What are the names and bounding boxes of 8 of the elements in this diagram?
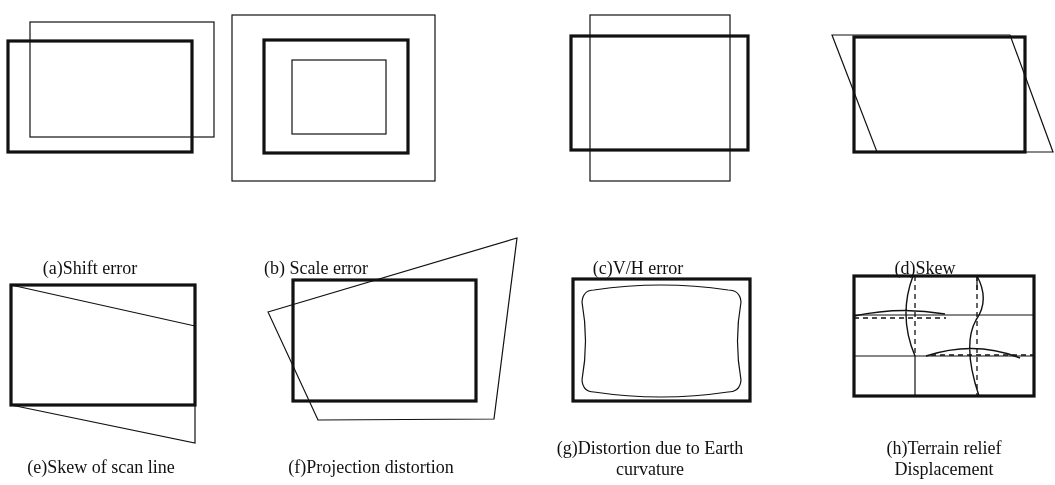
- figure-caption: (d)Skew: [893, 258, 957, 279]
- figure-caption: (b) Scale error: [263, 258, 369, 279]
- figure-caption: (a)Shift error: [41, 258, 139, 279]
- figure-caption: (f)Projection distortion: [287, 457, 455, 478]
- figure-caption: (e)Skew of scan line: [26, 457, 176, 478]
- figure-caption: (c)V/H error: [591, 258, 685, 279]
- figure-caption: (h)Terrain relief Displacement: [885, 438, 1003, 480]
- figure-caption: (g)Distortion due to Earth curvature: [555, 438, 745, 480]
